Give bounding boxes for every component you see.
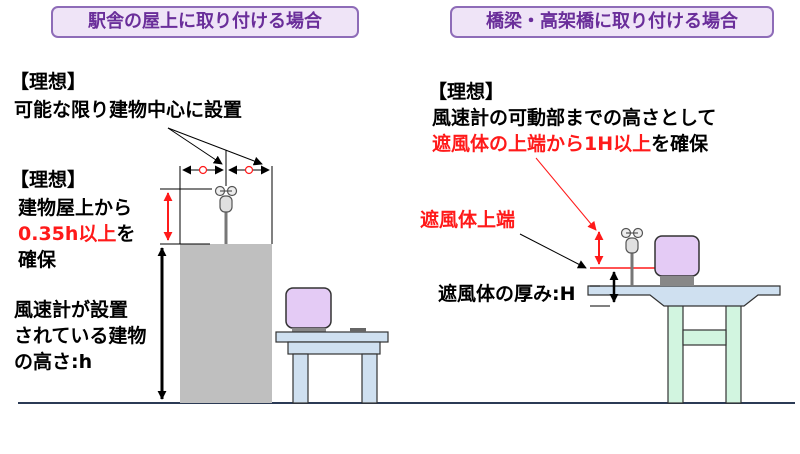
right-ideal-line1: 風速計の可動部までの高さとして bbox=[432, 107, 717, 129]
right-top-label: 遮風体上端 bbox=[420, 209, 516, 231]
right-thickness-label: 遮風体の厚み:H bbox=[438, 283, 576, 305]
right-ideal-red: 遮風体の上端から1H以上 bbox=[432, 133, 652, 155]
train-right-icon bbox=[654, 235, 700, 286]
left-height-line2: されている建物 bbox=[14, 325, 147, 347]
left-height-line3: の高さ:h bbox=[14, 351, 93, 373]
anemometer-right-icon bbox=[620, 227, 644, 286]
left-title: 駅舎の屋上に取り付ける場合 bbox=[51, 6, 359, 38]
left-ideal2-line1: 建物屋上から bbox=[18, 197, 133, 219]
left-ideal2-red: 0.35h以上 bbox=[18, 223, 117, 245]
right-title: 橋梁・高架橋に取り付ける場合 bbox=[450, 6, 774, 38]
viaduct-pillar bbox=[667, 304, 742, 404]
right-ideal-label: 【理想】 bbox=[428, 81, 505, 103]
left-ideal2-line2: 0.35h以上を bbox=[18, 222, 135, 247]
building bbox=[180, 244, 272, 403]
center-mark-right bbox=[244, 165, 254, 175]
left-height-line1: 風速計が設置 bbox=[14, 299, 129, 321]
left-ideal1-label: 【理想】 bbox=[10, 71, 87, 93]
right-ideal-rest: を確保 bbox=[651, 133, 709, 155]
left-ideal1-text: 可能な限り建物中心に設置 bbox=[14, 99, 243, 121]
red-leader-top bbox=[535, 157, 597, 231]
black-leader-barrier bbox=[519, 233, 587, 269]
leader-line-2 bbox=[167, 127, 263, 166]
leader-line-1 bbox=[167, 127, 223, 165]
viaduct-deck bbox=[587, 285, 781, 307]
center-mark-left bbox=[198, 165, 208, 175]
left-ideal2-label: 【理想】 bbox=[10, 169, 87, 191]
right-ideal-line2: 遮風体の上端から1H以上を確保 bbox=[432, 132, 708, 157]
left-ideal2-line3: 確保 bbox=[18, 249, 57, 271]
train-left-icon bbox=[275, 287, 389, 404]
anemometer-left-icon bbox=[214, 185, 238, 244]
left-ideal2-rest: を bbox=[116, 223, 136, 245]
